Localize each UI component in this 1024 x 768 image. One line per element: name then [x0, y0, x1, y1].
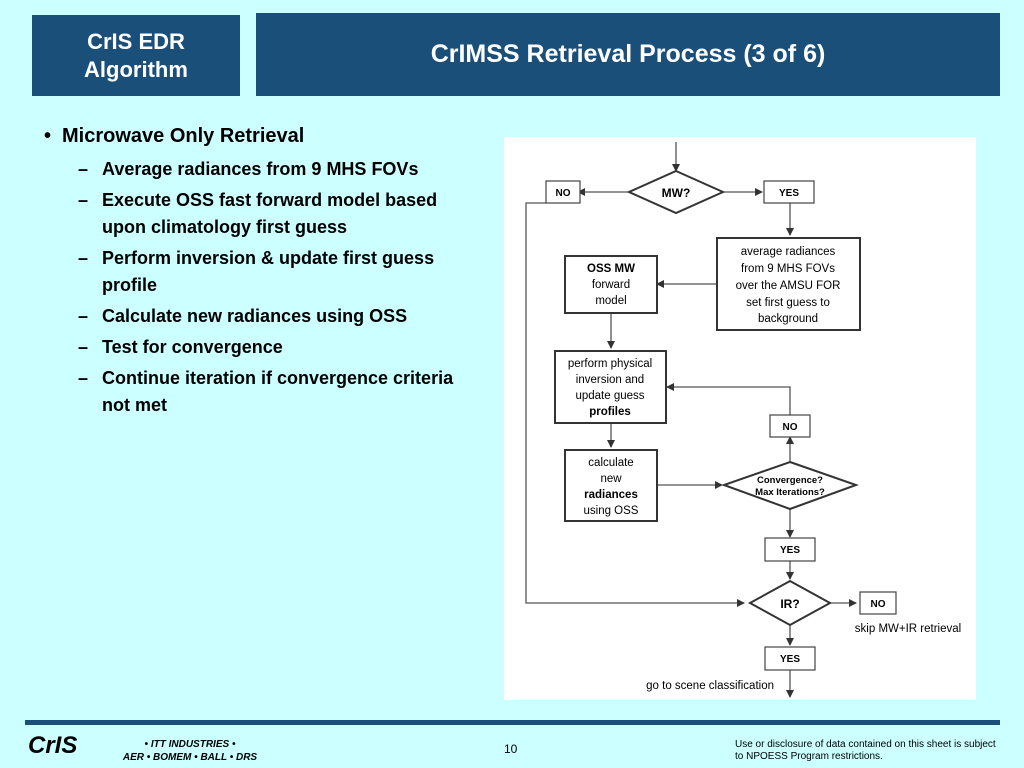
average-line: from 9 MHS FOVs: [741, 263, 835, 275]
sub-bullet-text: Test for convergence: [102, 337, 283, 357]
sub-bullet-text: Execute OSS fast forward model based upo…: [102, 190, 438, 237]
slide-title-box: CrIMSS Retrieval Process (3 of 6): [256, 13, 1000, 96]
sub-bullet: –Average radiances from 9 MHS FOVs: [78, 156, 474, 183]
footer-divider: [25, 720, 1000, 725]
no-box-ir: [859, 591, 897, 615]
calc-line: calculate: [588, 457, 633, 469]
no-label-convergence: NO: [783, 422, 798, 433]
oss-mw-model-box: [564, 255, 658, 314]
sub-bullet: –Perform inversion & update first guess …: [78, 245, 474, 299]
perform-line: inversion and: [576, 374, 644, 386]
footer-companies: • ITT INDUSTRIES • AER • BOMEM • BALL • …: [104, 738, 276, 764]
page-number: 10: [504, 742, 518, 756]
sub-bullet: –Continue iteration if convergence crite…: [78, 365, 474, 419]
convergence-line: Max Iterations?: [755, 487, 825, 498]
convergence-decision-diamond: [721, 460, 859, 511]
average-line: set first guess to: [746, 297, 830, 309]
average-radiances-box: [716, 237, 861, 331]
disclaimer-text: Use or disclosure of data contained on t…: [735, 739, 996, 762]
sub-bullet: –Calculate new radiances using OSS: [78, 303, 474, 330]
mw-decision-diamond: [626, 169, 726, 215]
cris-logo: CrIS: [28, 732, 78, 759]
sub-bullet-text: Perform inversion & update first guess p…: [102, 248, 435, 295]
perform-line: update guess: [575, 390, 644, 402]
sub-bullet-text: Calculate new radiances using OSS: [102, 306, 408, 326]
goto-scene-label: go to scene classification: [646, 680, 774, 692]
calc-line: radiances: [584, 489, 638, 501]
oss-line: forward: [592, 279, 630, 291]
perform-inversion-box: [554, 350, 667, 424]
flowchart-panel: MW? NO YES average radiances from 9 MHS …: [504, 137, 976, 700]
no-label-ir: NO: [871, 599, 886, 610]
sub-bullet-text: Continue iteration if convergence criter…: [102, 368, 454, 415]
average-line: background: [758, 313, 818, 325]
perform-line: profiles: [589, 406, 631, 418]
yes-box-convergence: [764, 537, 816, 562]
companies-line1: • ITT INDUSTRIES •: [144, 739, 236, 750]
bullet-dot: •: [44, 125, 52, 147]
perform-line: perform physical: [568, 358, 652, 370]
ir-decision-diamond: [747, 579, 833, 627]
oss-line: model: [595, 295, 626, 307]
ir-decision-label: IR?: [780, 597, 799, 611]
companies-line2: AER • BOMEM • BALL • DRS: [122, 752, 258, 763]
yes-label-convergence: YES: [780, 545, 800, 556]
average-line: over the AMSU FOR: [736, 280, 841, 292]
flowchart: MW? NO YES average radiances from 9 MHS …: [525, 142, 961, 698]
calculate-radiances-box: [564, 449, 658, 522]
section-title-line2: Algorithm: [84, 56, 188, 82]
sub-bullet: –Execute OSS fast forward model based up…: [78, 187, 474, 241]
no-label-top: NO: [556, 188, 571, 199]
oss-line: OSS MW: [587, 263, 635, 275]
no-box-top: [545, 180, 581, 204]
main-bullet-text: Microwave Only Retrieval: [62, 125, 305, 147]
calc-line: new: [600, 473, 622, 485]
slide-title: CrIMSS Retrieval Process (3 of 6): [430, 40, 826, 68]
bullet-list: • Microwave Only Retrieval –Average radi…: [44, 125, 474, 423]
yes-box-ir: [764, 646, 816, 671]
no-box-convergence: [769, 414, 811, 438]
yes-label-ir: YES: [780, 654, 800, 665]
average-line: average radiances: [741, 246, 836, 258]
yes-box-top: [763, 180, 815, 204]
yes-label-top: YES: [779, 188, 799, 199]
calc-line: using OSS: [584, 505, 639, 517]
main-bullet: • Microwave Only Retrieval: [44, 125, 474, 148]
mw-decision-label: MW?: [662, 186, 691, 200]
sub-bullet: –Test for convergence: [78, 334, 474, 361]
sub-bullet-text: Average radiances from 9 MHS FOVs: [102, 159, 419, 179]
section-title-line1: CrIS EDR: [87, 28, 185, 54]
convergence-line: Convergence?: [757, 475, 823, 486]
skip-retrieval-label: skip MW+IR retrieval: [855, 623, 961, 635]
section-title-box: CrIS EDR Algorithm: [32, 15, 240, 96]
